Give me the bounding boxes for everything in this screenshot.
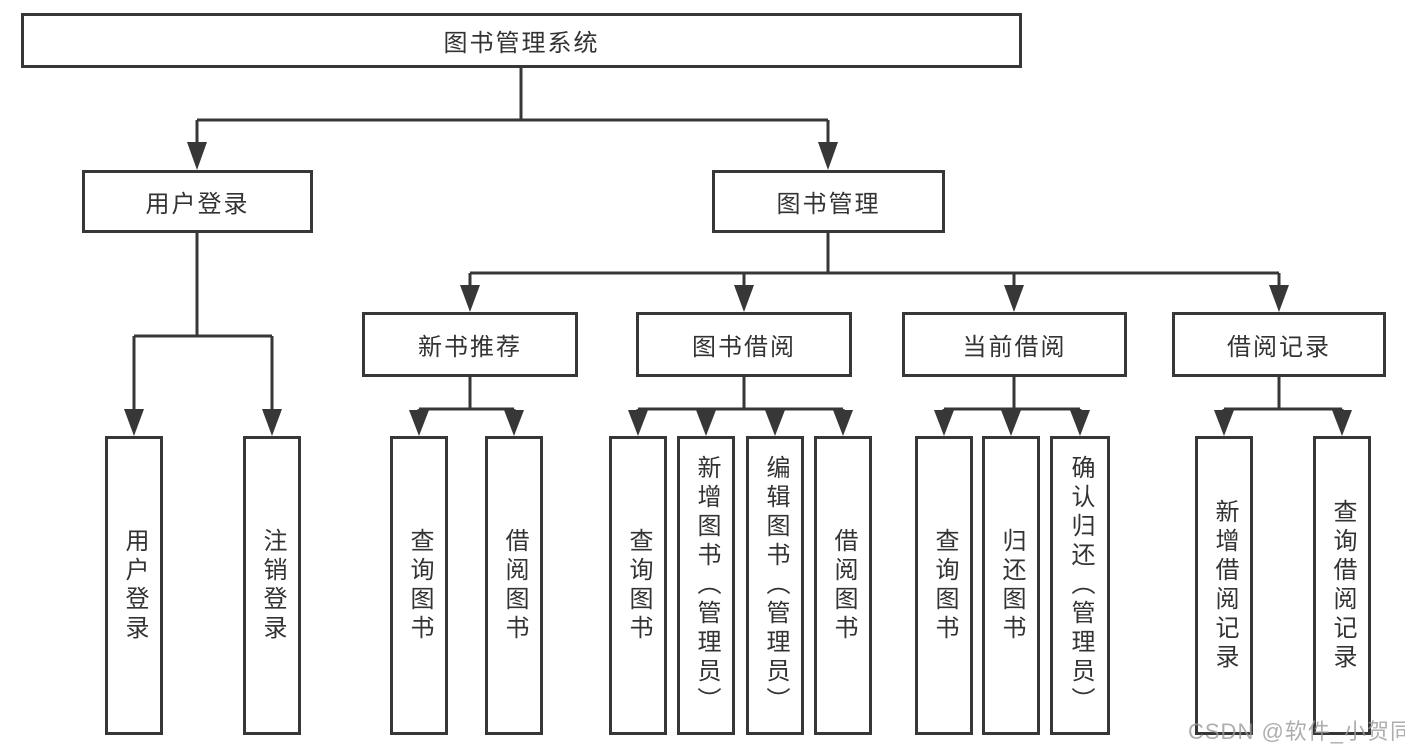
node-label: 查询图书 xyxy=(406,527,433,644)
node-label: 编辑图书（管理员） xyxy=(762,455,789,716)
node-label: 查询图书 xyxy=(625,527,652,644)
node-book-management: 图书管理 xyxy=(712,170,945,233)
leaf-query-books-borrow: 查询图书 xyxy=(609,436,667,735)
leaf-add-borrow-record: 新增借阅记录 xyxy=(1195,436,1253,735)
node-label: 图书管理 xyxy=(776,191,881,218)
leaf-return-books: 归还图书 xyxy=(982,436,1040,735)
node-current-borrow: 当前借阅 xyxy=(902,312,1127,377)
leaf-logout: 注销登录 xyxy=(243,436,301,735)
leaf-borrow-books-recommend: 借阅图书 xyxy=(485,436,543,735)
connector-book-borrow-to-leaves xyxy=(628,377,853,436)
node-label: 借阅记录 xyxy=(1227,334,1331,361)
node-label: 新增图书（管理员） xyxy=(693,455,720,716)
leaf-query-books-current: 查询图书 xyxy=(915,436,973,735)
leaf-edit-books-admin: 编辑图书（管理员） xyxy=(746,436,804,735)
connector-current-borrow-to-leaves xyxy=(934,377,1090,436)
node-new-book-recommend: 新书推荐 xyxy=(362,312,578,377)
node-label: 借阅图书 xyxy=(830,527,857,644)
leaf-add-books-admin: 新增图书（管理员） xyxy=(677,436,735,735)
node-label: 确认归还（管理员） xyxy=(1067,455,1094,716)
node-root: 图书管理系统 xyxy=(21,13,1022,68)
node-label: 用户登录 xyxy=(121,527,148,644)
node-label: 查询借阅记录 xyxy=(1329,498,1356,673)
node-label: 新书推荐 xyxy=(418,334,522,361)
connector-user-login-to-leaves xyxy=(124,233,282,436)
node-label: 查询图书 xyxy=(931,527,958,644)
leaf-confirm-return-admin: 确认归还（管理员） xyxy=(1050,436,1110,735)
node-label: 借阅图书 xyxy=(501,527,528,644)
node-label: 归还图书 xyxy=(998,527,1025,644)
connector-borrow-records-to-leaves xyxy=(1214,377,1352,436)
leaf-borrow-books: 借阅图书 xyxy=(814,436,872,735)
node-borrow-records: 借阅记录 xyxy=(1172,312,1386,377)
node-label: 当前借阅 xyxy=(962,334,1067,361)
leaf-query-borrow-record: 查询借阅记录 xyxy=(1313,436,1371,735)
leaf-query-books-recommend: 查询图书 xyxy=(390,436,448,735)
connector-root-to-level1 xyxy=(187,68,838,170)
leaf-user-login: 用户登录 xyxy=(105,436,163,735)
node-label: 图书管理系统 xyxy=(443,30,600,57)
connector-book-management-to-level2 xyxy=(460,233,1289,312)
node-label: 图书借阅 xyxy=(692,334,796,361)
node-label: 注销登录 xyxy=(259,527,286,644)
node-user-login: 用户登录 xyxy=(82,170,313,233)
watermark: CSDN @软件_小贺同学 xyxy=(1188,719,1405,744)
node-label: 用户登录 xyxy=(145,191,250,218)
node-label: 新增借阅记录 xyxy=(1211,498,1238,673)
node-book-borrow: 图书借阅 xyxy=(636,312,852,377)
connector-new-book-recommend-to-leaves xyxy=(409,377,524,436)
